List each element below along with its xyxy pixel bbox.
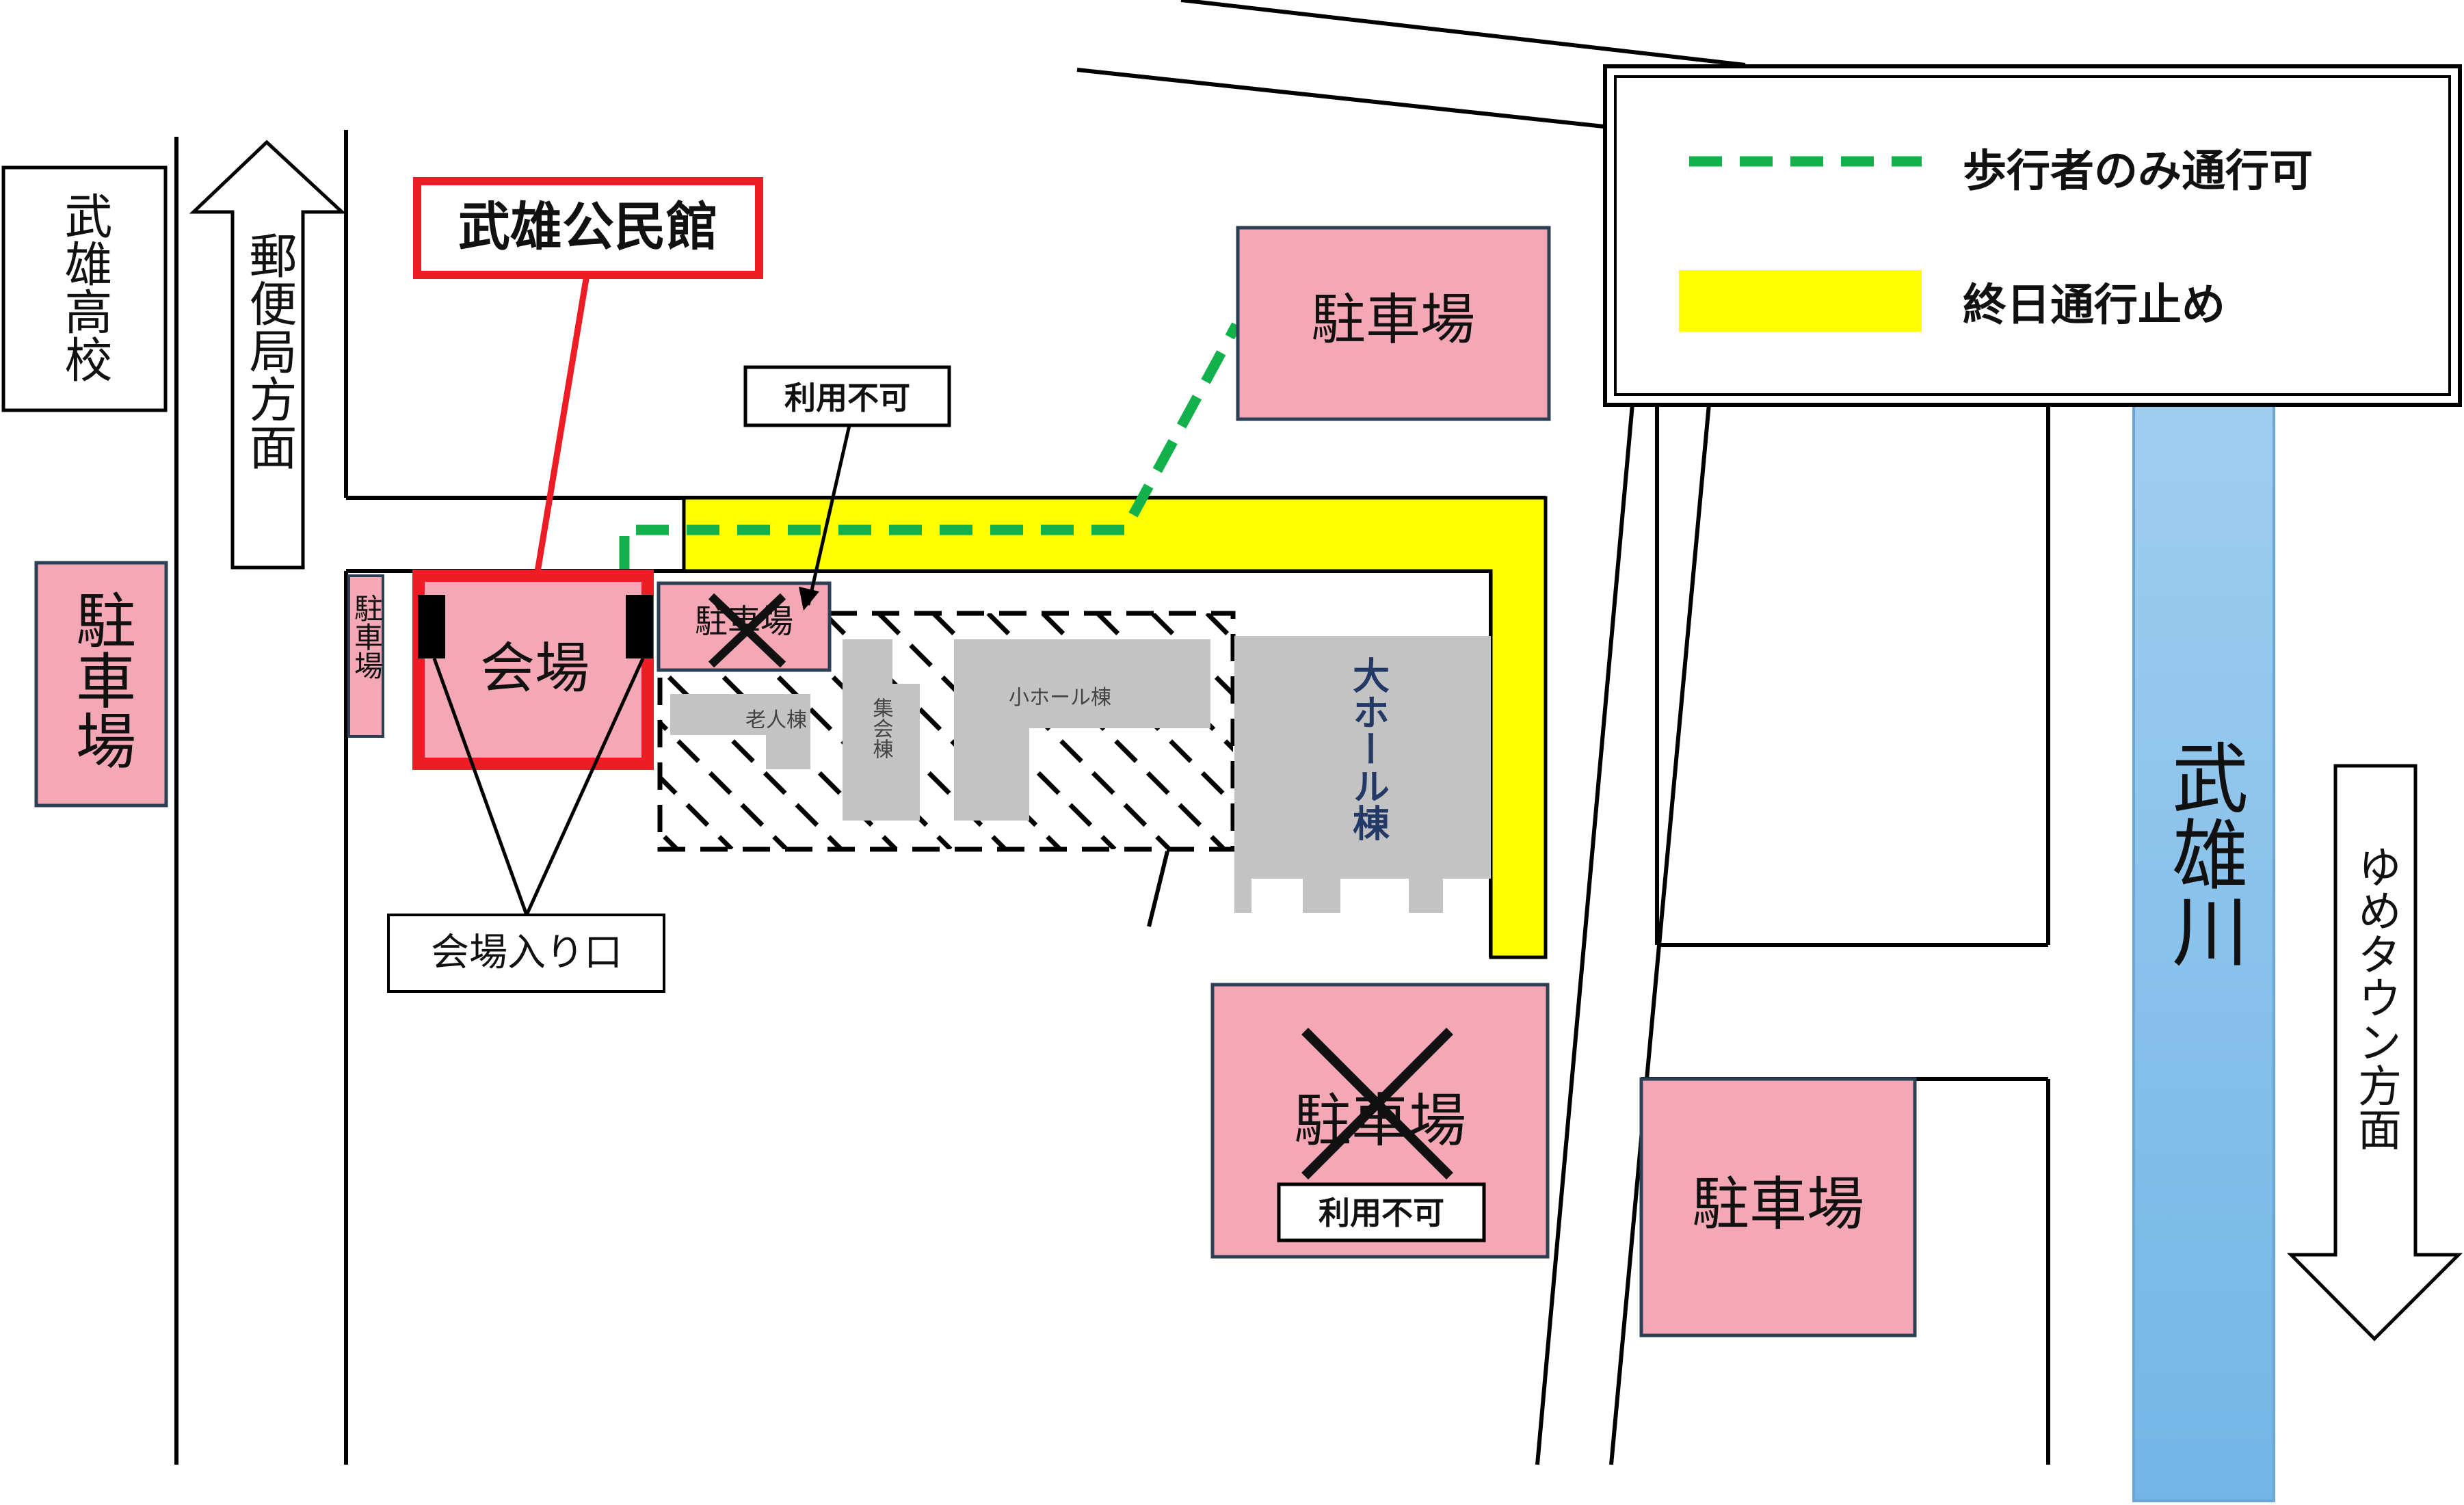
venue-box [412,570,654,770]
hatch-line [1535,613,1771,849]
facility-dashed-boundary [657,611,1236,852]
small-hall-building [954,639,1210,821]
kominkan-label: 武雄公民館 [458,196,718,257]
meeting-building-label: 集会棟 [869,697,894,759]
facility-area: 老人棟 集会棟 小ホール棟 大ホール棟 [657,611,1771,913]
river-label: 武雄川 [2159,738,2248,968]
kominkan-callout-line [533,274,590,576]
legend-closed-label: 終日通行止め [1963,280,2225,331]
hatch-line [877,613,1117,849]
legend-pedestrian-label: 歩行者のみ通行可 [1963,146,2313,197]
unavailable-callout-top-pointer [806,425,851,606]
parking-lot-far-left-label: 駐車場 [66,589,137,770]
road-east-second-edge [1609,396,1712,1465]
unavailable-cross-top [708,593,786,668]
legend-box-outer [1603,64,2462,407]
unavailable-callout-bottom [1277,1182,1486,1242]
post-office-arrow [189,139,347,570]
unavailable-callout-top [743,365,951,427]
ojin-building [670,694,810,769]
unavailable-callout-top-arrowhead [799,587,819,611]
road-northeast-diagonal-top [1180,0,1746,67]
legend: 歩行者のみ通行可 終日通行止め [1603,64,2462,407]
parking-lot-bottom-right [1639,1077,1917,1337]
parking-lot-small-label: 駐車場 [350,594,384,680]
youmetown-direction-label: ゆめタウン方面 [2350,844,2401,1151]
legend-box-inner [1614,75,2451,396]
parking-lot-far-left [34,561,168,808]
hatch-line [660,774,734,849]
parking-lot-top-right-label: 駐車場 [1311,288,1475,351]
ojin-building-label: 老人棟 [745,708,807,732]
hatch-line [660,719,789,849]
youmetown-arrow [2286,764,2463,1342]
pedestrian-path [619,322,1241,569]
unavailable-bottom-label: 利用不可 [1319,1195,1444,1231]
legend-closed-swatch [1679,270,1922,332]
post-office-direction-label: 郵便局方面 [241,231,297,470]
parking-lot-bottom-right-label: 駐車場 [1692,1171,1864,1238]
unavailable-cross-bottom [1301,1028,1453,1180]
venue-entrance-callout [387,914,665,993]
facility-buildings [670,636,1491,913]
parking-lot-top-right [1236,226,1551,421]
venue-entrance-right [626,595,653,658]
big-hall-building [1234,636,1491,913]
unavailable-top-label: 利用不可 [784,379,910,416]
lot-diagonal-line [1147,851,1169,927]
parking-lot-small [347,574,384,738]
venue-entrance-label: 会場入り口 [431,931,622,975]
small-hall-label: 小ホール棟 [1009,686,1111,710]
road-east-left-edge [1535,396,1635,1465]
venue-entrance-left [418,595,445,658]
takeo-high-school-label: 武雄高校 [57,191,113,383]
venue-label: 会場 [480,637,589,700]
closed-road-yellow [682,496,1548,959]
meeting-building [843,639,920,821]
takeo-high-school-box [1,165,168,412]
hatch-line [660,665,843,849]
entrance-callout-lines [432,657,645,916]
big-hall-label: 大ホール棟 [1347,656,1390,841]
road-northeast-diagonal [1076,68,1604,129]
kominkan-callout [413,177,763,279]
